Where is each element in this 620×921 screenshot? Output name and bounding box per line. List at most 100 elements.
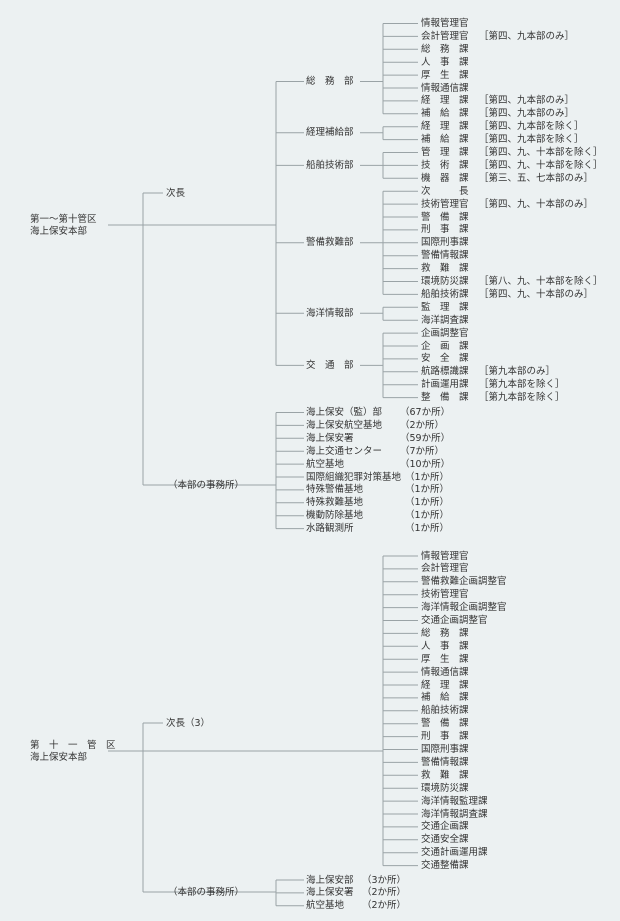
section-label: 経 理 課	[421, 121, 469, 133]
section-label: 技 術 課	[421, 159, 469, 171]
section-label: 企画調整官	[421, 327, 469, 339]
division-label: 船舶技術部	[306, 159, 354, 171]
section-label: 交通企画課	[421, 821, 469, 833]
section-note: ［第四、九本部を除く］	[479, 121, 584, 133]
section-label: 補 給 課	[421, 134, 469, 146]
section-label: 警備情報課	[421, 250, 469, 262]
vice-label: 次長	[166, 187, 186, 199]
section-label: 厚 生 課	[421, 69, 469, 81]
office-count: （3か所）	[362, 874, 407, 886]
office-label: 海上保安部	[306, 874, 354, 886]
section-label: 警 備 課	[421, 718, 469, 730]
staff-label: 情報管理官	[421, 550, 469, 562]
section-label: 情報通信課	[421, 82, 469, 94]
section-label: 環境防災課	[421, 276, 469, 287]
office-label: 水路観測所	[306, 523, 354, 535]
section-label: 整 備 課	[421, 392, 469, 404]
section-note: ［第三、五、七本部のみ］	[479, 172, 594, 184]
section-label: 厚 生 課	[421, 653, 469, 665]
staff-note: ［第四、九本部のみ］	[479, 30, 575, 42]
section-label: 国際刑事課	[421, 237, 469, 249]
section-label: 次 長	[421, 185, 469, 197]
office-count: （59か所）	[400, 432, 451, 444]
office-count: （67か所）	[400, 407, 451, 418]
section-label: 人 事 課	[421, 56, 469, 68]
section-note: ［第九本部を除く］	[479, 379, 565, 391]
office-label: 特殊救難基地	[306, 497, 364, 509]
region-title: 海上保安本部	[30, 225, 88, 237]
section-label: 交通整備課	[421, 860, 469, 872]
offices-heading: （本部の事務所）	[168, 479, 245, 491]
section-note: ［第四、九、十本部のみ］	[479, 198, 594, 210]
section-label: 救 難 課	[421, 263, 469, 275]
section-label: 計画運用課	[421, 379, 469, 391]
section-label: 情報通信課	[421, 666, 469, 678]
vice-label: 次長（3）	[166, 717, 211, 729]
section-note: ［第四、九、十本部を除く］	[479, 147, 603, 158]
section-note: ［第四、九本部のみ］	[479, 108, 575, 120]
section-label: 環境防災課	[421, 782, 469, 794]
section-label: 海洋情報監理課	[421, 795, 488, 807]
section-note: ［第四、九本部のみ］	[479, 95, 575, 107]
staff-label: 情報管理官	[421, 18, 469, 29]
office-label: 海上保安航空基地	[306, 419, 383, 431]
office-count: （1か所）	[405, 510, 450, 522]
section-note: ［第八、九、十本部を除く］	[479, 276, 603, 287]
office-count: （1か所）	[405, 484, 450, 496]
section-label: 船舶技術課	[421, 705, 469, 717]
section-label: 刑 事 課	[421, 731, 469, 743]
section-label: 交通計画運用課	[421, 847, 488, 859]
office-label: 海上保安署	[306, 887, 354, 899]
section-label: 船舶技術課	[421, 288, 469, 300]
section-label: 海洋調査課	[421, 314, 469, 326]
staff-label: 技術管理官	[421, 589, 469, 601]
office-label: 機動防除基地	[306, 510, 364, 522]
region-title: 第一〜第十管区	[30, 213, 97, 225]
office-label: 航空基地	[306, 458, 345, 470]
office-count: （2か所）	[362, 887, 407, 899]
office-count: （7か所）	[400, 445, 445, 457]
section-note: ［第九本部を除く］	[479, 392, 565, 404]
staff-label: 海洋情報企画調整官	[421, 602, 507, 614]
office-label: 国際組織犯罪対策基地	[306, 471, 402, 483]
region-title: 海上保安本部	[30, 751, 88, 763]
division-label: 総 務 部	[306, 76, 354, 88]
section-label: 管 理 課	[421, 147, 469, 158]
section-label: 企 画 課	[421, 340, 469, 352]
section-label: 総 務 課	[421, 43, 469, 55]
section-label: 技術管理官	[421, 198, 469, 210]
division-label: 警備救難部	[306, 237, 354, 249]
section-note: ［第四、九本部を除く］	[479, 134, 584, 146]
section-label: 国際刑事課	[421, 744, 469, 755]
region-title: 第 十 一 管 区	[30, 739, 116, 751]
section-label: 警備情報課	[421, 756, 469, 768]
office-count: （1か所）	[405, 523, 450, 535]
section-label: 総 務 課	[421, 627, 469, 639]
office-count: （1か所）	[405, 497, 450, 509]
staff-label: 警備救難企画調整官	[421, 576, 507, 588]
section-label: 機 器 課	[421, 172, 469, 184]
section-label: 補 給 課	[421, 692, 469, 704]
section-label: 経 理 課	[421, 679, 469, 691]
section-label: 人 事 課	[421, 640, 469, 652]
office-label: 海上保安署	[306, 432, 354, 444]
division-label: 経理補給部	[306, 127, 354, 139]
section-label: 航路標識課	[421, 366, 469, 378]
office-label: 航空基地	[306, 900, 354, 912]
section-label: 警 備 課	[421, 211, 469, 223]
office-count: （10か所）	[400, 458, 451, 470]
office-label: 海上保安（監）部	[306, 407, 383, 418]
section-note: ［第四、九、十本部を除く］	[479, 159, 603, 171]
office-label: 特殊警備基地	[306, 484, 364, 496]
staff-label: 会計管理官	[421, 30, 469, 42]
section-label: 補 給 課	[421, 108, 469, 120]
office-count: （2か所）	[400, 419, 445, 431]
division-label: 海洋情報部	[306, 307, 354, 319]
division-label: 交 通 部	[306, 359, 354, 371]
offices-heading: （本部の事務所）	[168, 886, 245, 898]
staff-label: 交通企画調整官	[421, 615, 488, 626]
section-note: ［第四、九、十本部のみ］	[479, 288, 594, 300]
section-label: 救 難 課	[421, 769, 469, 781]
